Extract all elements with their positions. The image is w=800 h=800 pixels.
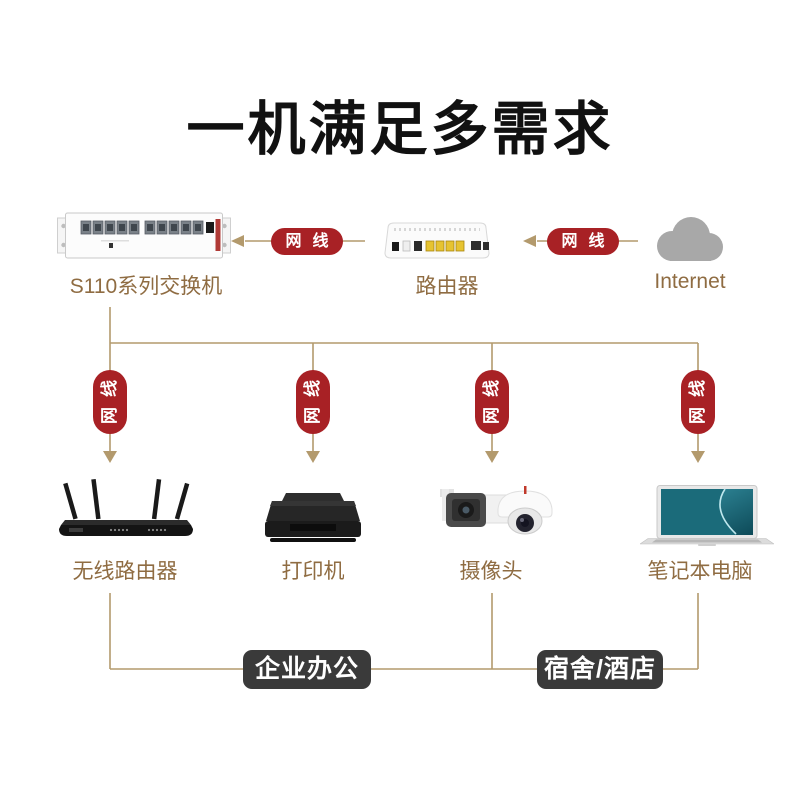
wireless-router-illustration: [53, 478, 199, 542]
camera-label: 摄像头: [459, 560, 523, 583]
arrowhead-down-icon: [103, 451, 117, 463]
scene-badge-office: 企业办公: [243, 650, 371, 689]
arrowhead-down-icon: [485, 451, 499, 463]
antennas: [63, 478, 190, 520]
cable-badge: 网线: [271, 228, 343, 255]
printer-illustration: [260, 489, 366, 546]
arrowhead-down-icon: [306, 451, 320, 463]
laptop-label: 笔记本电脑: [647, 560, 753, 583]
cable-badge-vertical: 网线: [475, 370, 509, 434]
red-label-strip: [215, 219, 221, 251]
cable-badge-vertical: 网线: [93, 370, 127, 434]
arrowhead-left-icon: [523, 235, 536, 247]
router-label: 路由器: [415, 275, 479, 298]
lan-ports-yellow: [425, 240, 465, 252]
cable-badge: 网线: [547, 228, 619, 255]
camera-illustration: [436, 479, 556, 543]
laptop-illustration: [640, 485, 774, 547]
red-stripe: [524, 486, 527, 494]
page-title: 一机满足多需求: [186, 97, 614, 162]
wireless-router-label: 无线路由器: [72, 560, 178, 583]
arrowhead-down-icon: [691, 451, 705, 463]
internet-cloud-icon: [646, 208, 730, 265]
status-leds: [109, 528, 167, 532]
switch-label: S110系列交换机: [69, 275, 223, 298]
scene-badge-hotel: 宿舍/酒店: [537, 650, 663, 689]
switch-illustration: [57, 212, 231, 259]
rj45-ports: [80, 220, 204, 235]
cable-badge-vertical: 网线: [681, 370, 715, 434]
cable-badge-vertical: 网线: [296, 370, 330, 434]
router-illustration: [378, 220, 496, 261]
printer-label: 打印机: [281, 560, 345, 583]
power-inlet: [206, 222, 214, 233]
internet-label: Internet: [654, 270, 726, 293]
arrowhead-left-icon: [231, 235, 244, 247]
